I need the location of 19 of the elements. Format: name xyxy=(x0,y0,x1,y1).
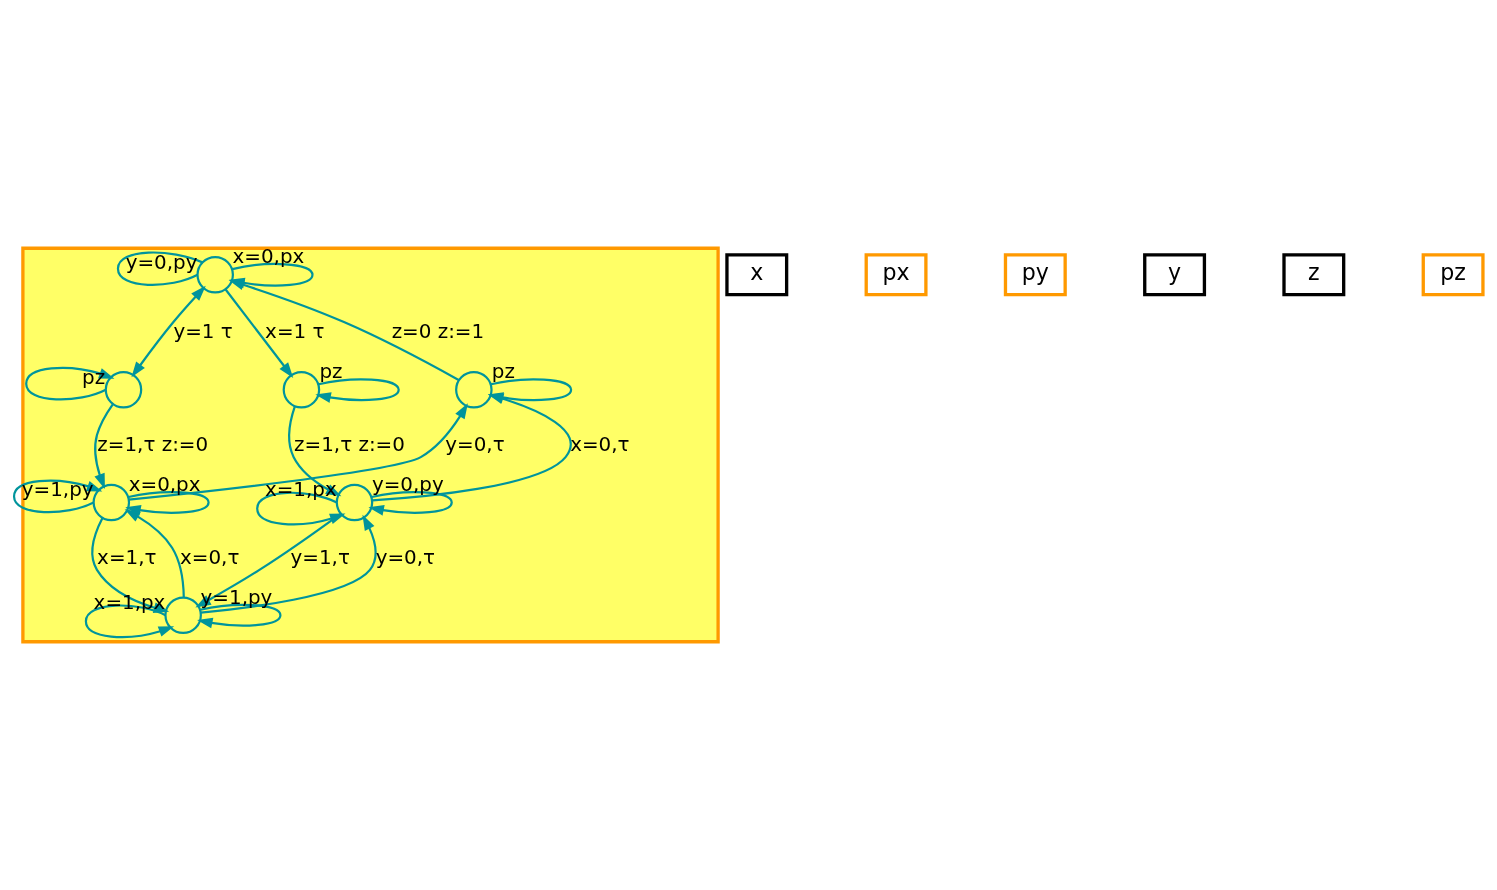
edge-label: x=0,τ xyxy=(570,432,630,456)
edge-label: y=1,py xyxy=(21,478,94,502)
edge-label: y=0,τ xyxy=(445,432,505,456)
edge-label: pz xyxy=(319,360,343,384)
edge-label: x=0,τ xyxy=(180,545,240,569)
edge-label: x=1,τ xyxy=(97,545,157,569)
edge-label: z=1,τ z:=0 xyxy=(97,432,209,456)
edge-label: pz xyxy=(491,360,515,384)
edge-label: y=0,py xyxy=(125,250,198,274)
edge-label: x=0,px xyxy=(128,472,201,496)
edge-label: y=1,τ xyxy=(290,545,350,569)
edge-label: y=0,τ xyxy=(375,545,435,569)
edge-label: x=0,px xyxy=(232,244,305,268)
edge-label: pz xyxy=(82,365,106,389)
edge-label: z=0 z:=1 xyxy=(391,320,485,344)
edge-label: y=1 τ xyxy=(173,320,233,344)
edge-label: x=1 τ xyxy=(265,320,325,344)
edge-label: z=1,τ z:=0 xyxy=(294,432,405,456)
edge-label: y=0,py xyxy=(371,472,444,496)
